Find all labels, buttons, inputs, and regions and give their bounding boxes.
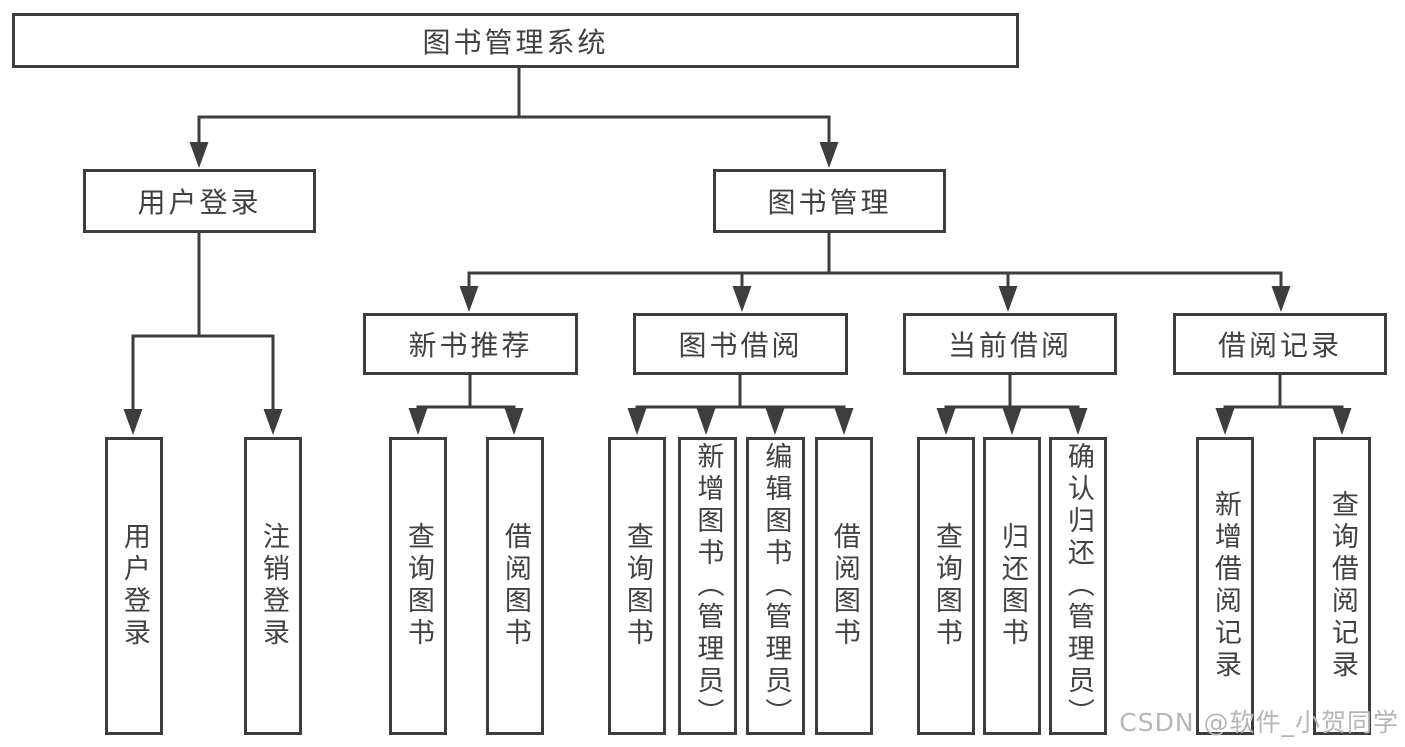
leaf-label: 新增图书（管理员） — [692, 442, 724, 730]
node-borrow-records: 借阅记录 — [1173, 313, 1387, 375]
arrow-down-icon — [998, 286, 1018, 312]
leaf-borrow-query-books: 查询图书 — [608, 437, 666, 735]
leaf-label: 借阅图书 — [499, 522, 531, 650]
leaf-label: 查询图书 — [621, 522, 653, 650]
leaf-label: 查询图书 — [930, 522, 962, 650]
node-user-login: 用户登录 — [83, 169, 316, 233]
arrow-down-icon — [504, 408, 524, 435]
leaf-edit-books-admin: 编辑图书（管理员） — [746, 437, 805, 735]
leaf-label: 用户登录 — [118, 522, 150, 650]
arrow-down-icon — [189, 142, 209, 168]
arrow-down-icon — [1002, 408, 1022, 435]
leaf-return-books: 归还图书 — [983, 437, 1041, 735]
node-new-book-recommend: 新书推荐 — [363, 313, 578, 375]
node-label: 图书管理系统 — [422, 25, 609, 59]
leaf-query-borrow-record: 查询借阅记录 — [1313, 437, 1371, 735]
connector-recommend-to-leaves — [408, 375, 524, 435]
leaf-borrow-books: 借阅图书 — [815, 437, 873, 735]
arrow-down-icon — [123, 409, 143, 435]
leaf-label: 归还图书 — [996, 522, 1028, 650]
leaf-current-query-books: 查询图书 — [917, 437, 975, 735]
arrow-down-icon — [263, 409, 283, 435]
arrow-down-icon — [459, 286, 479, 312]
node-label: 借阅记录 — [1217, 329, 1342, 362]
arrow-down-icon — [627, 408, 647, 435]
arrow-down-icon — [1068, 408, 1088, 435]
leaf-recommend-query-books: 查询图书 — [389, 437, 447, 735]
node-library-management-system: 图书管理系统 — [12, 13, 1019, 68]
leaf-label: 确认归还（管理员） — [1062, 442, 1094, 730]
leaf-label: 查询图书 — [402, 522, 434, 650]
connector-current-to-leaves — [936, 375, 1088, 435]
node-label: 新书推荐 — [408, 329, 533, 362]
leaf-label: 查询借阅记录 — [1326, 490, 1358, 682]
arrow-down-icon — [408, 408, 428, 435]
leaf-add-books-admin: 新增图书（管理员） — [678, 437, 737, 735]
connector-user-login-to-leaves — [123, 233, 283, 435]
csdn-watermark: CSDN @软件_小贺同学 — [1119, 708, 1399, 737]
arrow-down-icon — [732, 286, 752, 312]
arrow-down-icon — [834, 408, 854, 435]
node-label: 图书借阅 — [678, 329, 803, 362]
node-book-borrow: 图书借阅 — [633, 313, 848, 375]
leaf-label: 借阅图书 — [828, 522, 860, 650]
connector-root-to-level2 — [189, 68, 839, 168]
connector-records-to-leaves — [1215, 375, 1352, 435]
leaf-label: 编辑图书（管理员） — [760, 442, 792, 730]
node-book-management: 图书管理 — [713, 169, 946, 233]
node-label: 当前借阅 — [947, 329, 1072, 362]
node-label: 用户登录 — [137, 186, 262, 219]
leaf-label: 新增借阅记录 — [1209, 490, 1241, 682]
arrow-down-icon — [819, 142, 839, 168]
connector-borrow-to-leaves — [627, 375, 854, 435]
leaf-user-login: 用户登录 — [105, 437, 163, 735]
arrow-down-icon — [765, 408, 785, 435]
arrow-down-icon — [696, 408, 716, 435]
arrow-down-icon — [936, 408, 956, 435]
leaf-label: 注销登录 — [257, 522, 289, 650]
arrow-down-icon — [1332, 408, 1352, 435]
leaf-confirm-return-admin: 确认归还（管理员） — [1049, 437, 1107, 735]
node-label: 图书管理 — [767, 186, 892, 219]
connector-book-management-to-level3 — [459, 233, 1291, 312]
arrow-down-icon — [1271, 286, 1291, 312]
leaf-add-borrow-record: 新增借阅记录 — [1196, 437, 1254, 735]
node-current-borrow: 当前借阅 — [903, 313, 1117, 375]
leaf-logout: 注销登录 — [244, 437, 302, 735]
leaf-recommend-borrow-books: 借阅图书 — [486, 437, 544, 735]
arrow-down-icon — [1215, 408, 1235, 435]
